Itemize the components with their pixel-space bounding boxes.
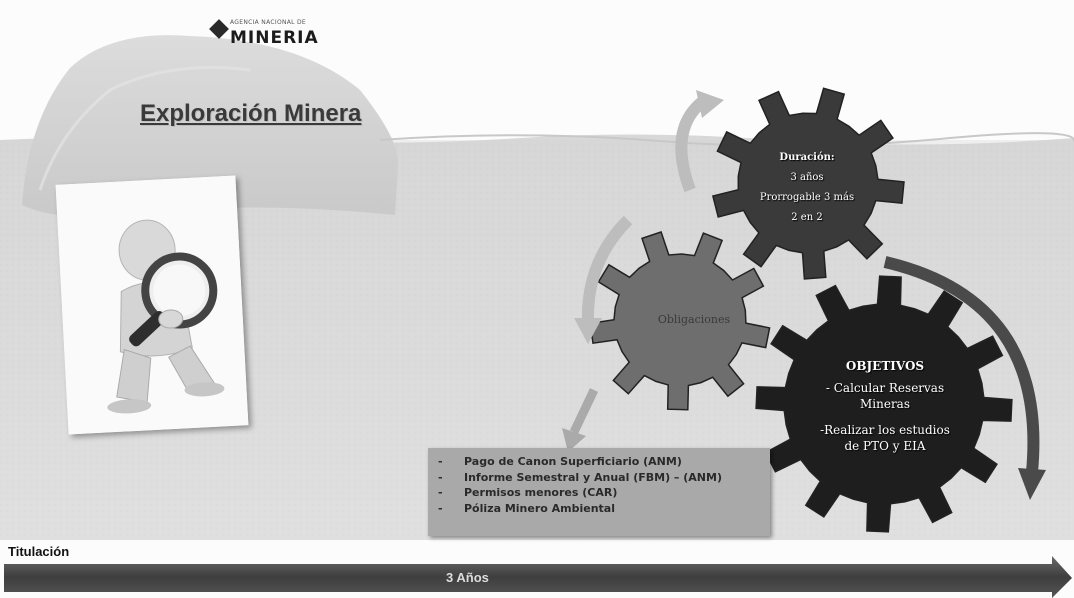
obligation-item: - Informe Semestral y Anual (FBM) – (ANM) <box>438 470 770 486</box>
arrow-to-duracion <box>675 97 707 193</box>
bullet: - <box>438 470 443 484</box>
obligation-item: - Póliza Minero Ambiental <box>438 501 770 517</box>
obligations-list: - Pago de Canon Superficiario (ANM) - Info… <box>428 448 770 516</box>
objetivos-line: - Calcular Reservas <box>825 381 945 395</box>
arrow-head-left <box>574 318 602 344</box>
duracion-line: 2 en 2 <box>791 212 823 223</box>
obligation-text: Permisos menores (CAR) <box>464 486 618 499</box>
magnifier-figure-icon <box>55 175 249 435</box>
duracion-heading: Duración: <box>779 152 835 163</box>
gear-duracion-text: Duración: 3 años Prorrogable 3 más 2 en … <box>732 148 882 228</box>
obligation-text: Pago de Canon Superficiario (ANM) <box>464 455 682 468</box>
slide-title: Exploración Minera <box>140 100 362 127</box>
figure-photo <box>55 175 249 435</box>
connector-head <box>562 428 586 452</box>
bullet: - <box>438 486 443 499</box>
obligation-text: Póliza Minero Ambiental <box>464 501 615 515</box>
duracion-line: 3 años <box>790 172 824 183</box>
arrow-to-objetivos <box>883 256 1040 473</box>
obligation-item: - Pago de Canon Superficiario (ANM) <box>438 454 770 470</box>
arrow-head-right <box>1018 468 1046 500</box>
bullet: - <box>438 455 443 468</box>
bullet: - <box>438 501 443 515</box>
logo-name: MINERIA <box>230 28 319 48</box>
objetivos-line: -Realizar los estudios <box>820 423 950 437</box>
objetivos-line: Mineras <box>859 397 910 411</box>
gear-duracion-icon <box>711 87 905 280</box>
gear-objetivos-text: OBJETIVOS - Calcular Reservas Mineras -R… <box>790 358 980 454</box>
obligation-text: Informe Semestral y Anual (FBM) – (ANM) <box>464 470 722 484</box>
arrow-head-top <box>696 90 724 118</box>
duracion-line: Prorrogable 3 más <box>759 192 855 203</box>
obligaciones-label: Obligaciones <box>657 313 731 326</box>
timeline-duration-label: 3 Años <box>446 570 489 585</box>
timeline-start-label: Titulación <box>8 544 70 559</box>
objetivos-heading: OBJETIVOS <box>845 359 925 373</box>
gear-objetivos-icon <box>755 275 1013 533</box>
connector-to-list <box>569 388 599 434</box>
objetivos-line: de PTO y EIA <box>844 439 926 453</box>
obligation-item: - Permisos menores (CAR) <box>438 485 770 501</box>
logo-agency-text: AGENCIA NACIONAL DE <box>230 19 307 26</box>
obligations-list-box: - Pago de Canon Superficiario (ANM) - Info… <box>428 448 770 536</box>
arrow-to-obligaciones <box>581 215 633 323</box>
